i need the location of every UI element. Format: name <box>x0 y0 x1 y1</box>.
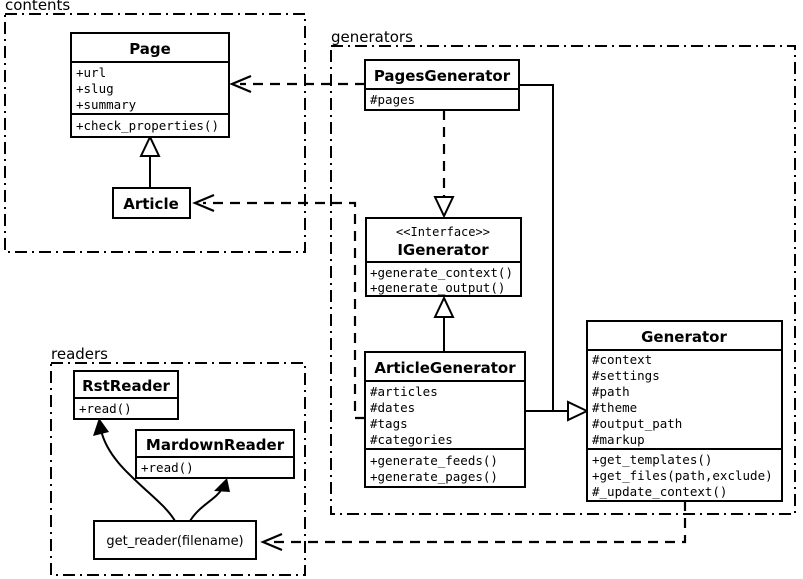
class-generator-attribute: #context <box>592 352 652 367</box>
package-generators-label: generators <box>331 28 413 46</box>
function-get-reader-label: get_reader(filename) <box>106 534 243 549</box>
class-generator-attribute: #path <box>592 384 630 399</box>
class-articlegenerator-attribute: #categories <box>370 432 453 447</box>
class-page-attribute: +slug <box>76 81 114 96</box>
package-readers-label: readers <box>51 345 108 363</box>
class-igenerator-method: +generate_output() <box>370 280 505 295</box>
class-rstreader[interactable]: RstReader +read() <box>73 370 179 420</box>
class-articlegenerator[interactable]: ArticleGenerator #articles #dates #tags … <box>364 351 526 488</box>
class-generator-attribute: #output_path <box>592 416 682 431</box>
class-mardownreader[interactable]: MardownReader +read() <box>135 429 295 479</box>
class-generator-title: Generator <box>641 328 727 346</box>
class-generator-method: #_update_context() <box>592 484 727 499</box>
class-page-attribute: +summary <box>76 97 137 112</box>
function-get-reader[interactable]: get_reader(filename) <box>93 520 257 560</box>
class-articlegenerator-title: ArticleGenerator <box>374 359 516 377</box>
class-generator-attribute: #markup <box>592 432 645 447</box>
class-articlegenerator-attribute: #dates <box>370 400 415 415</box>
class-igenerator-title: IGenerator <box>397 241 489 259</box>
edge-generators-generalize-generator <box>519 84 590 422</box>
edge-getreader-returns-rstreader <box>93 418 176 522</box>
class-page-attribute: +url <box>76 65 106 80</box>
package-contents-label: contents <box>5 0 70 14</box>
class-igenerator[interactable]: <<Interface>> IGenerator +generate_conte… <box>365 217 522 297</box>
class-generator-method: +get_templates() <box>592 452 712 467</box>
class-generator[interactable]: Generator #context #settings #path #them… <box>586 320 783 502</box>
class-generator-attribute: #settings <box>592 368 660 383</box>
class-articlegenerator-method: +generate_feeds() <box>370 453 498 468</box>
edge-pagesgenerator-depends-page <box>229 74 365 94</box>
edge-generator-depends-getreader <box>260 501 687 552</box>
class-rstreader-title: RstReader <box>82 377 170 395</box>
class-rstreader-method: +read() <box>79 401 132 416</box>
class-articlegenerator-attribute: #articles <box>370 384 438 399</box>
class-igenerator-stereotype: <<Interface>> <box>396 225 490 239</box>
class-article-title: Article <box>123 195 179 213</box>
package-generators: generators <box>330 28 796 515</box>
class-mardownreader-method: +read() <box>141 460 194 475</box>
edge-article-generalizes-page <box>139 134 161 188</box>
class-page-method: +check_properties() <box>76 118 219 133</box>
class-mardownreader-title: MardownReader <box>146 436 285 454</box>
class-generator-method: +get_files(path,exclude) <box>592 468 773 483</box>
class-pagesgenerator-attribute: #pages <box>370 92 415 107</box>
class-articlegenerator-method: +generate_pages() <box>370 469 498 484</box>
class-pagesgenerator[interactable]: PagesGenerator #pages <box>364 59 520 111</box>
edge-articlegenerator-depends-article <box>192 193 365 420</box>
class-pagesgenerator-title: PagesGenerator <box>374 67 511 85</box>
edge-getreader-returns-mardownreader <box>189 478 230 522</box>
class-articlegenerator-attribute: #tags <box>370 416 408 431</box>
class-article[interactable]: Article <box>112 187 191 219</box>
edge-pagesgenerator-realizes-igenerator <box>433 110 455 219</box>
edge-articlegenerator-generalizes-igenerator <box>433 295 455 352</box>
class-igenerator-method: +generate_context() <box>370 265 513 280</box>
class-generator-attribute: #theme <box>592 400 637 415</box>
class-page[interactable]: Page +url +slug +summary +check_properti… <box>70 32 230 138</box>
package-contents: contents <box>4 0 306 253</box>
package-readers: readers <box>50 345 306 576</box>
class-page-title: Page <box>129 40 171 58</box>
